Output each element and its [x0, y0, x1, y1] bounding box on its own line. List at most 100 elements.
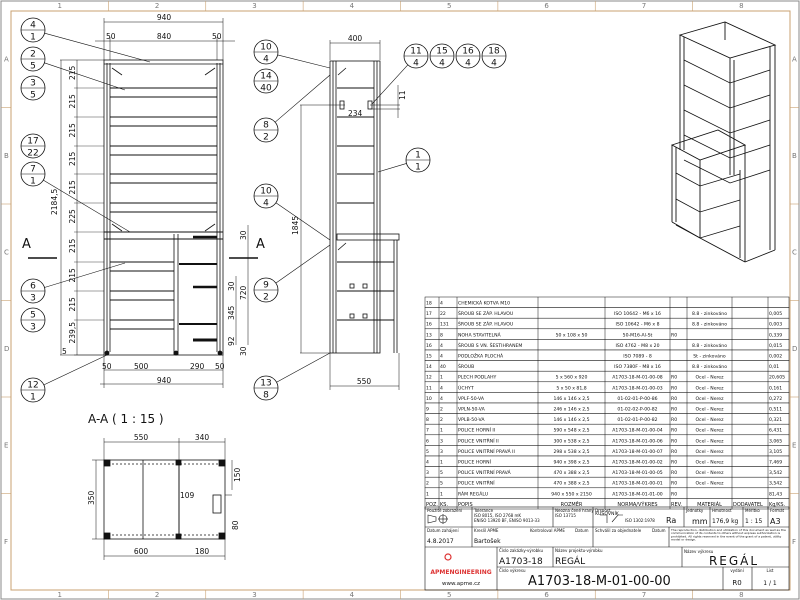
parts-list-cell: ŠROUB: [458, 363, 474, 370]
parts-list-cell: 5: [440, 481, 443, 487]
parts-list-cell: 01-02-01-P-00-86: [617, 396, 657, 402]
balloon-quantity: 4: [263, 199, 269, 209]
drawing-name-label: Název výkresu: [684, 549, 714, 554]
dim-shelf-spacing: 215: [68, 238, 77, 253]
parts-list-cell: 131: [440, 322, 449, 328]
parts-list-cell: R0: [671, 407, 677, 413]
balloon-quantity: 1: [30, 393, 36, 403]
edges-value: ISO 13715: [555, 513, 576, 518]
part-balloon: 114: [403, 43, 429, 69]
balloon-item-number: 5: [30, 311, 36, 321]
zone-row-label: A: [4, 55, 9, 63]
dim-shelf-spacing: 215: [68, 65, 77, 80]
parts-list-cell: KS.: [440, 502, 448, 508]
parts-list-cell: 15: [426, 354, 432, 360]
parts-list-cell: 11: [426, 385, 432, 391]
zone-column-label: 3: [252, 2, 256, 10]
parts-list-cell: 6,431: [769, 428, 782, 434]
parts-list-cell: 12: [426, 375, 432, 381]
zone-column-label: 4: [350, 591, 355, 599]
drawing-no-label: Číslo výkresu: [499, 568, 526, 573]
balloon-item-number: 9: [263, 281, 269, 291]
leader-line: [44, 32, 151, 63]
part-balloon: 104: [253, 39, 279, 65]
parts-list-cell: R0: [671, 417, 677, 423]
parts-list-cell: 2: [440, 407, 443, 413]
parts-list-cell: A1703-18-M-01-00-04: [612, 428, 663, 434]
parts-list-cell: 18: [426, 301, 432, 307]
parts-list-cell: 1: [440, 491, 443, 497]
zone-row-label: A: [792, 55, 797, 63]
parts-list-cell: 50-M16-Al-St: [623, 332, 653, 338]
dim-aa-550: 550: [134, 433, 149, 442]
balloon-quantity: 40: [260, 84, 272, 94]
balloon-item-number: 11: [410, 47, 421, 57]
side-view: [300, 40, 400, 390]
roughness-symbol: Ra: [666, 516, 676, 525]
dim-shelf-spacing: 215: [68, 180, 77, 195]
parts-list-cell: 0,321: [769, 417, 782, 423]
balloon-item-number: 10: [260, 43, 272, 53]
roughness-value: ISO 1302:1978: [625, 518, 655, 523]
order-value: A1703-18: [499, 557, 543, 567]
dim-shelf-spacing: 215: [68, 297, 77, 312]
zone-column-label: 6: [544, 2, 549, 10]
leader-line: [43, 354, 108, 386]
dim-front-inner: 840: [157, 32, 172, 41]
parts-list-cell: POZ.: [426, 502, 438, 508]
parts-list-cell: Ocel - Nerez: [695, 428, 724, 434]
parts-list-cell: REV.: [671, 502, 682, 508]
dim-foot: 5: [62, 347, 67, 356]
scale-value: 1 : 15: [745, 518, 762, 525]
date-label-2: Datum: [652, 528, 666, 533]
roughness-label: Drsnost: [595, 508, 611, 513]
parts-list-cell: R0: [671, 449, 677, 455]
dim-front-height: 2184,5: [50, 189, 59, 215]
parts-list-cell: 01-02-02-P-00-82: [617, 407, 657, 413]
dim-shelf-spacing: 215: [68, 123, 77, 138]
zone-row-label: B: [792, 152, 797, 160]
dim-aa-600: 600: [134, 547, 149, 556]
balloon-quantity: 5: [30, 62, 36, 72]
leader-line: [44, 62, 126, 91]
dim-aa-80: 80: [231, 520, 240, 530]
parts-list-cell: 22: [440, 311, 446, 317]
parts-list-cell: CHEMICKÁ KOTVA M10: [458, 300, 510, 307]
parts-list-cell: Ocel - Nerez: [695, 396, 724, 402]
parts-list-cell: R0: [671, 375, 677, 381]
leader-line: [275, 202, 331, 241]
dim-720: 720: [239, 285, 248, 300]
dim-right-post: 50: [212, 32, 222, 41]
balloon-item-number: 14: [260, 72, 272, 82]
parts-list-cell: 5: [426, 449, 429, 455]
part-balloon: 82: [253, 117, 279, 143]
parts-list-cell: 1: [440, 375, 443, 381]
leader-line: [277, 54, 331, 69]
parts-list-cell: 8: [426, 417, 429, 423]
format-label: Formát: [770, 508, 785, 513]
parts-list-cell: 16: [426, 343, 432, 349]
isometric-view: [670, 21, 777, 263]
parts-list-cell: R0: [671, 396, 677, 402]
part-balloon: 53: [20, 307, 46, 333]
drawn-label: Kreslil APME: [474, 528, 499, 533]
tolerance-value-2: ENISO 13920 BF, ENISO 9013-33: [474, 518, 540, 523]
dim-side-gap: 11: [398, 90, 407, 100]
balloon-quantity: 2: [263, 133, 269, 143]
parts-list-cell: Ocel - Nerez: [695, 385, 724, 391]
balloon-item-number: 17: [27, 137, 38, 147]
zone-column-label: 6: [544, 591, 549, 599]
dim-bottom-500: 500: [134, 362, 149, 371]
part-balloon: 154: [429, 43, 455, 69]
parts-list-cell: POLICE VNITŘNÍ PRAVÁ II: [458, 447, 515, 455]
zone-column-label: 5: [447, 2, 451, 10]
zone-column-label: 1: [57, 2, 61, 10]
